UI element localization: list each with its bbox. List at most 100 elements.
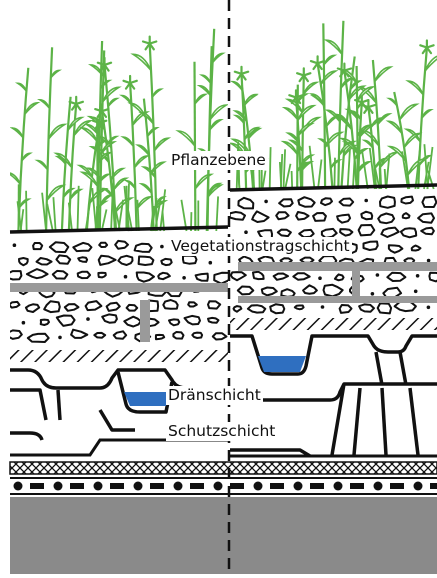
membrane-dot bbox=[374, 482, 383, 491]
gravel-stone bbox=[253, 272, 264, 279]
gravel-stone bbox=[422, 197, 436, 207]
plant-leaf bbox=[210, 120, 221, 130]
plant-layer-left bbox=[8, 29, 227, 231]
gravel-stone bbox=[262, 288, 277, 296]
gravel-stone bbox=[65, 304, 79, 311]
label-protection-layer: Schutzschicht bbox=[166, 422, 277, 441]
gravel-stone bbox=[361, 212, 372, 220]
grass-blade bbox=[26, 191, 27, 231]
gravel-stone bbox=[53, 271, 68, 279]
gravel-stone bbox=[7, 271, 21, 279]
gravel-stone bbox=[33, 243, 42, 249]
gravel-stone bbox=[278, 230, 291, 237]
gravel-stone bbox=[321, 198, 332, 205]
gravel-grain bbox=[371, 292, 375, 296]
gravel-stone bbox=[234, 306, 242, 312]
gravel-stone bbox=[418, 213, 434, 222]
plant-leaf bbox=[285, 108, 298, 120]
gravel-stone bbox=[71, 330, 87, 338]
gravel-grain bbox=[416, 274, 420, 278]
plant-stem bbox=[394, 92, 409, 189]
plant-leaf bbox=[404, 133, 420, 147]
membrane-dot bbox=[174, 482, 183, 491]
membrane-dash bbox=[430, 483, 437, 489]
grass-blade bbox=[263, 171, 266, 189]
gravel-stone bbox=[127, 305, 138, 311]
plant-leaf bbox=[18, 83, 27, 91]
gravel-grain bbox=[209, 261, 213, 265]
grass-blade bbox=[334, 158, 335, 189]
gravel-grain bbox=[124, 275, 128, 279]
gravel-grain bbox=[22, 321, 26, 325]
membrane-dot bbox=[214, 482, 223, 491]
gravel-stone bbox=[380, 197, 395, 208]
membrane-dot bbox=[94, 482, 103, 491]
plant-leaf bbox=[123, 137, 133, 146]
membrane-dot bbox=[414, 482, 423, 491]
gravel-stone bbox=[99, 256, 116, 265]
gravel-stone bbox=[296, 212, 309, 220]
plant-leaf bbox=[12, 128, 23, 138]
gravel-stone bbox=[276, 212, 288, 219]
membrane-dash bbox=[110, 483, 124, 489]
gravel-stone bbox=[41, 320, 49, 325]
grass-blade bbox=[285, 164, 290, 189]
plant-leaf bbox=[208, 184, 220, 194]
gravel-grain bbox=[264, 200, 268, 204]
gravel-stone bbox=[359, 304, 374, 311]
grass-blade bbox=[292, 171, 293, 189]
grass-blade bbox=[318, 160, 322, 190]
gravel-grain bbox=[86, 317, 90, 321]
gravel-stone bbox=[359, 225, 375, 235]
gravel-stone bbox=[313, 213, 326, 221]
gravel-stone bbox=[340, 305, 352, 313]
membrane-dash bbox=[270, 483, 284, 489]
gravel-stone bbox=[163, 300, 177, 309]
plant-leaf bbox=[408, 81, 423, 95]
grass-blade bbox=[310, 146, 315, 189]
gravel-stone bbox=[9, 302, 20, 308]
gravel-stone bbox=[238, 287, 254, 295]
gravel-grain bbox=[427, 306, 431, 310]
gravel-stone bbox=[124, 317, 140, 327]
gravel-stone bbox=[19, 258, 28, 265]
grass-blade bbox=[284, 149, 286, 189]
gravel-stone bbox=[208, 301, 220, 308]
gravel-stone bbox=[281, 289, 294, 297]
gravel-stone bbox=[156, 335, 164, 339]
plant-leaf bbox=[103, 87, 119, 102]
plant-leaf bbox=[375, 67, 391, 81]
gravel-stone bbox=[56, 255, 70, 263]
grass-blade bbox=[270, 147, 271, 189]
plant-leaf bbox=[148, 128, 158, 137]
gravel-stone bbox=[137, 273, 154, 282]
plant-leaf bbox=[133, 54, 151, 70]
ground-line-left bbox=[10, 227, 228, 232]
gravel-stone bbox=[28, 334, 49, 342]
membrane-dot bbox=[254, 482, 263, 491]
grass-blade bbox=[21, 209, 24, 231]
gravel-stone bbox=[208, 318, 219, 323]
gravel-stone bbox=[403, 213, 410, 218]
gravel-stone bbox=[270, 304, 284, 313]
gravel-stone bbox=[57, 316, 75, 326]
label-drainage-layer: Dränschicht bbox=[166, 386, 263, 405]
gravel-stone bbox=[293, 273, 309, 279]
gravel-stone bbox=[188, 302, 197, 306]
gravel-stone bbox=[102, 314, 117, 322]
plant-leaf bbox=[326, 40, 342, 54]
gravel-stone bbox=[231, 272, 246, 280]
gravel-stone bbox=[421, 228, 434, 235]
gravel-stone bbox=[298, 197, 314, 207]
plant-stem bbox=[208, 46, 212, 231]
plant-leaf bbox=[37, 161, 47, 170]
concrete-slab bbox=[10, 497, 437, 574]
plant-leaf bbox=[195, 94, 206, 104]
gravel-stone bbox=[213, 333, 227, 339]
membrane-dash bbox=[310, 483, 324, 489]
gravel-stone bbox=[135, 244, 152, 252]
gravel-stone bbox=[340, 229, 352, 236]
plant-leaf bbox=[324, 55, 335, 64]
